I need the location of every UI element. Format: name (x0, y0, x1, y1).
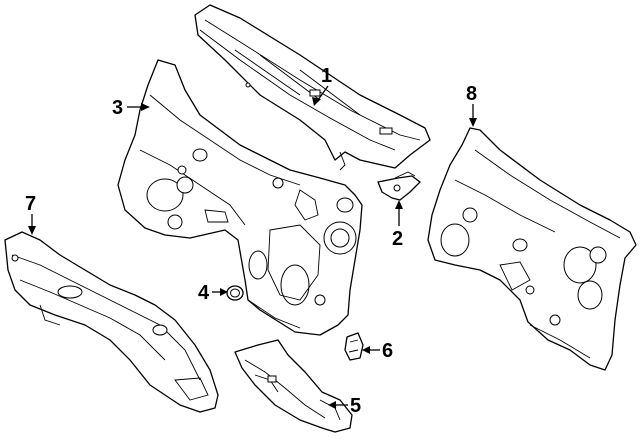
svg-text:5: 5 (350, 395, 361, 417)
callout-4: 4 (198, 282, 228, 304)
svg-text:8: 8 (466, 83, 477, 105)
svg-text:1: 1 (321, 65, 332, 87)
svg-text:7: 7 (25, 193, 36, 215)
callout-1: 1 (312, 65, 332, 106)
callout-5: 5 (328, 395, 361, 417)
lower-extension (234, 339, 353, 433)
cowl-panel (194, 4, 431, 171)
svg-text:4: 4 (198, 282, 210, 304)
svg-text:3: 3 (112, 97, 123, 119)
svg-text:2: 2 (392, 228, 403, 250)
callout-7: 7 (25, 193, 36, 235)
clip (344, 332, 364, 361)
dash-panel (117, 59, 363, 336)
svg-text:6: 6 (382, 340, 393, 362)
side-rail (4, 231, 219, 413)
callout-8: 8 (466, 83, 477, 127)
grommet (226, 285, 244, 301)
callout-2: 2 (392, 200, 403, 250)
callout-3: 3 (112, 97, 150, 119)
dash-panel-alt (427, 127, 637, 371)
bracket (377, 171, 421, 201)
callout-6: 6 (362, 340, 393, 362)
